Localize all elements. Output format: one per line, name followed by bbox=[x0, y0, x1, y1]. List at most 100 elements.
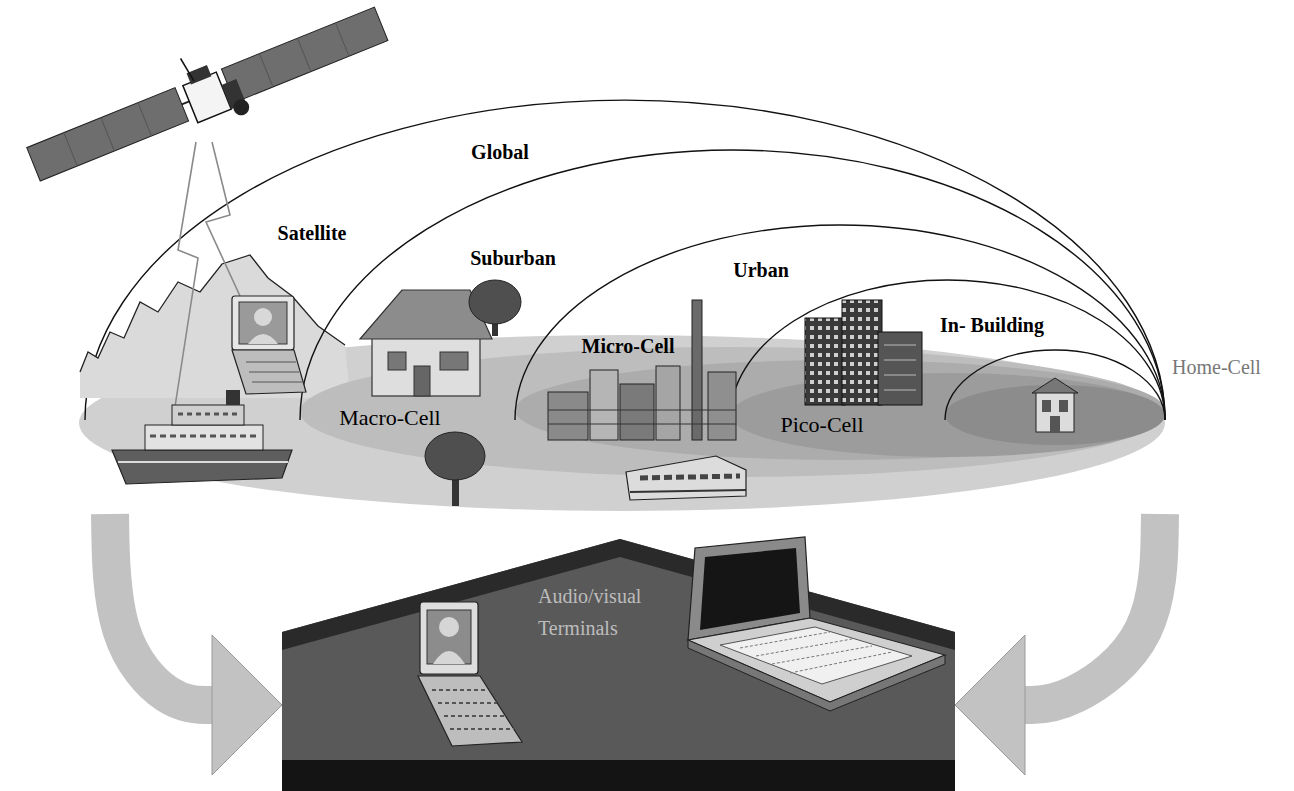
satellite-phone bbox=[248, 334, 278, 344]
mountain-region: Satellite bbox=[78, 218, 353, 400]
region-label: Urban bbox=[733, 258, 789, 282]
factory bbox=[620, 384, 654, 440]
factory bbox=[548, 410, 736, 411]
radio-link bbox=[172, 142, 198, 426]
ship bbox=[150, 435, 258, 438]
home-house bbox=[1032, 378, 1078, 432]
ship bbox=[112, 390, 292, 484]
satellite-phone bbox=[252, 382, 302, 383]
video-phone bbox=[433, 651, 465, 664]
office-buildings bbox=[878, 332, 922, 405]
train bbox=[626, 456, 746, 500]
satellite-phone bbox=[239, 302, 287, 344]
factory bbox=[548, 300, 736, 440]
satellite bbox=[297, 38, 310, 71]
laptop bbox=[688, 640, 945, 711]
train bbox=[626, 456, 746, 500]
region-label: Audio/visual Terminals bbox=[538, 580, 663, 644]
suburban-house bbox=[414, 366, 430, 396]
satellite bbox=[221, 7, 387, 102]
arrow-head bbox=[955, 635, 1025, 775]
satellite bbox=[101, 118, 114, 151]
office-buildings bbox=[884, 390, 916, 391]
office-buildings bbox=[805, 300, 922, 405]
home-house bbox=[1050, 416, 1060, 432]
region-label: Pico-Cell bbox=[780, 413, 863, 437]
region-label: Micro-Cell bbox=[582, 334, 675, 358]
satellite-phone bbox=[254, 308, 272, 326]
train bbox=[630, 490, 746, 492]
flow-arrow bbox=[955, 514, 1160, 775]
ship bbox=[118, 461, 288, 463]
factory bbox=[692, 300, 702, 440]
video-phone bbox=[450, 728, 514, 730]
factory bbox=[708, 372, 736, 440]
laptop bbox=[790, 652, 892, 673]
factory bbox=[656, 366, 680, 440]
satellite bbox=[335, 23, 348, 56]
laptop bbox=[756, 639, 852, 656]
factory bbox=[590, 370, 618, 440]
laptop bbox=[772, 646, 872, 664]
satellite bbox=[181, 57, 194, 83]
office-buildings bbox=[884, 360, 916, 361]
radio-link bbox=[172, 142, 240, 426]
mountain-region-part bbox=[80, 255, 350, 398]
region-label: Satellite bbox=[278, 221, 347, 245]
office-buildings bbox=[884, 375, 916, 376]
ship bbox=[178, 413, 238, 416]
satellite-phone bbox=[232, 296, 306, 394]
video-phone bbox=[432, 689, 488, 691]
region-label: Suburban bbox=[470, 246, 556, 270]
home-house bbox=[1059, 400, 1068, 412]
mountain-region-shape bbox=[78, 218, 353, 400]
ship bbox=[172, 405, 244, 425]
cell-floor bbox=[945, 385, 1165, 445]
region-label: In- Building bbox=[940, 313, 1044, 337]
home-house bbox=[1032, 378, 1078, 393]
home-house bbox=[1042, 400, 1051, 412]
video-phone bbox=[439, 617, 459, 637]
train bbox=[640, 476, 740, 478]
home-house bbox=[1036, 392, 1074, 432]
laptop bbox=[688, 537, 945, 711]
ship bbox=[145, 425, 263, 450]
tree bbox=[469, 280, 521, 324]
office-buildings bbox=[805, 318, 845, 405]
satellite-phone bbox=[249, 372, 299, 373]
tree bbox=[425, 432, 485, 480]
satellite bbox=[259, 54, 272, 87]
terminal-platform-part bbox=[282, 760, 955, 791]
arrow-shaft bbox=[110, 514, 212, 705]
suburban-house bbox=[388, 352, 406, 370]
video-phone bbox=[418, 602, 522, 746]
video-phone bbox=[438, 702, 497, 704]
satellite-phone bbox=[232, 296, 294, 350]
satellite bbox=[64, 133, 77, 166]
factory bbox=[548, 424, 736, 425]
radio-link bbox=[206, 142, 240, 296]
video-phone bbox=[444, 715, 506, 717]
satellite bbox=[231, 97, 252, 118]
mountain-region-part bbox=[80, 255, 345, 372]
suburban-house bbox=[440, 352, 468, 370]
video-phone bbox=[427, 610, 471, 664]
cell-floor bbox=[730, 373, 1164, 457]
suburban-house bbox=[372, 336, 480, 396]
satellite bbox=[27, 88, 189, 181]
arrow-head bbox=[212, 635, 282, 775]
satellite-phone bbox=[232, 350, 306, 394]
coverage-dome: In- BuildingPico-CellHome-Cell bbox=[730, 278, 1168, 460]
ship bbox=[112, 450, 292, 484]
laptop bbox=[700, 548, 800, 630]
satellite bbox=[138, 103, 151, 136]
video-phone bbox=[420, 602, 478, 674]
region-label: Global bbox=[471, 140, 529, 164]
region-label: Macro-Cell bbox=[339, 406, 440, 430]
video-phone bbox=[418, 676, 522, 746]
region-label: Home-Cell bbox=[1172, 355, 1261, 379]
factory bbox=[548, 392, 588, 440]
tree bbox=[425, 280, 521, 506]
terminal-platform-part bbox=[282, 539, 955, 760]
